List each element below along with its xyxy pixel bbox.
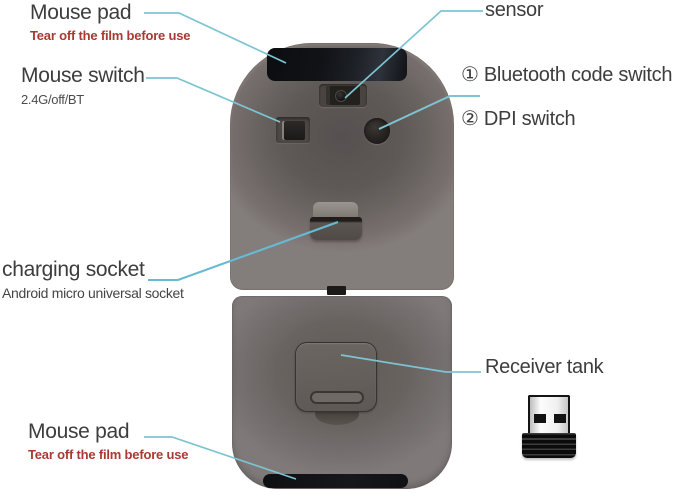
- usb-receiver-plug: [528, 395, 570, 433]
- label-charging-socket-title: charging socket: [2, 258, 145, 281]
- label-mouse-pad-bottom-title: Mouse pad: [28, 420, 130, 443]
- label-dpi-switch: ② DPI switch: [461, 108, 576, 130]
- mouse-pad-top-strip: [267, 48, 407, 81]
- label-mouse-switch-modes: 2.4G/off/BT: [21, 91, 84, 107]
- receiver-door-slot: [310, 391, 364, 404]
- usb-contact-pin: [534, 414, 546, 423]
- label-mouse-pad-top-warning: Tear off the film before use: [30, 27, 191, 43]
- label-bluetooth-code-switch: ① Bluetooth code switch: [461, 64, 672, 86]
- label-receiver-tank-title: Receiver tank: [485, 356, 604, 378]
- mouse-pad-bottom-strip: [263, 474, 408, 488]
- label-dpi-switch-title: ② DPI switch: [461, 108, 576, 130]
- label-charging-socket: charging socket Android micro universal …: [2, 258, 184, 301]
- label-mouse-pad-bottom-warning: Tear off the film before use: [28, 446, 189, 462]
- sensor-lens: [335, 90, 347, 102]
- charging-socket-port: [310, 217, 362, 240]
- usb-receiver-body: [522, 433, 576, 458]
- label-mouse-pad-top: Mouse pad Tear off the film before use: [30, 1, 190, 43]
- label-bluetooth-code-switch-title: ① Bluetooth code switch: [461, 64, 673, 86]
- label-charging-socket-note: Android micro universal socket: [2, 284, 184, 301]
- label-sensor-title: sensor: [485, 0, 544, 21]
- mouse-switch-slider: [282, 121, 305, 140]
- hinge-connector: [327, 286, 346, 295]
- label-mouse-pad-bottom: Mouse pad Tear off the film before use: [28, 420, 188, 462]
- usb-contact-pin: [554, 414, 566, 423]
- label-mouse-switch: Mouse switch 2.4G/off/BT: [21, 64, 145, 107]
- label-sensor: sensor: [485, 0, 544, 21]
- label-receiver-tank: Receiver tank: [485, 356, 604, 378]
- dpi-button: [364, 118, 390, 144]
- label-mouse-pad-top-title: Mouse pad: [30, 1, 132, 24]
- charging-socket-tab: [313, 202, 358, 218]
- label-mouse-switch-title: Mouse switch: [21, 64, 145, 87]
